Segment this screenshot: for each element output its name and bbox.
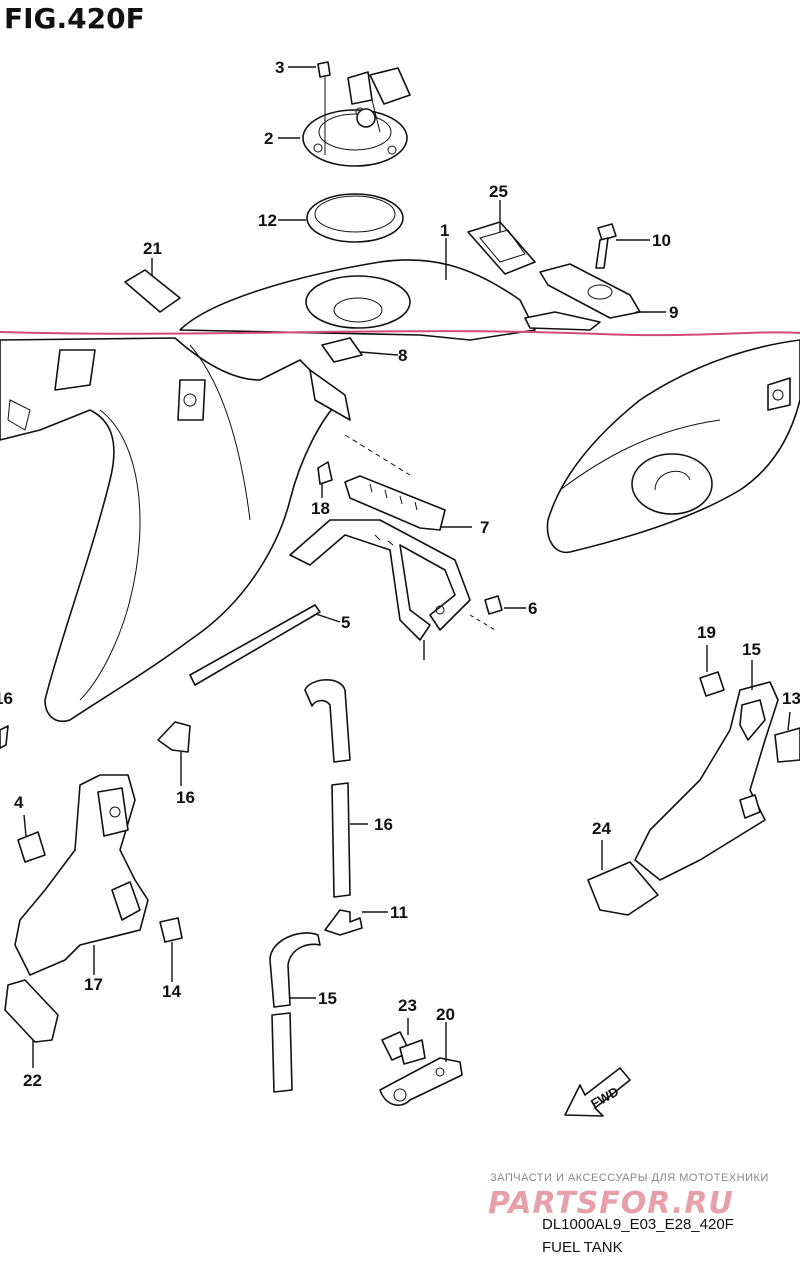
pad-part [124,269,181,313]
bolt-part [699,671,725,697]
callout-20: 23 [398,996,417,1015]
cushion-part [587,861,659,916]
bracket-part [539,263,641,319]
screw-part [317,61,331,78]
clip-part [317,461,333,485]
figure-title: FIG.420F [4,2,145,35]
nut-part [17,831,46,863]
cushion-part [344,475,446,531]
callout-16: 4 [14,793,24,812]
rubber-part [321,337,363,363]
callout-15: 14 [162,982,181,1001]
callout-17: 24 [592,819,611,838]
callout-25: 25 [489,182,508,201]
bolt-part [595,223,617,269]
callout-22: 20 [436,1005,455,1024]
tank-bracket-part [289,519,471,641]
leader-lines [23,66,791,1068]
callout-21: 21 [143,239,162,258]
callout-17: 22 [23,1071,42,1090]
cushion-part [4,979,59,1043]
callout-8: 8 [398,346,407,365]
callout-18: 18 [311,499,330,518]
callout-1: 1 [440,221,449,240]
fwd-direction-arrow: FWD [564,1067,631,1117]
callout-3: 3 [275,58,284,77]
callout-labels: 3 2 12 21 25 1 10 9 8 18 7 6 5 19 15 13 … [0,58,800,1090]
side-bracket-part [634,681,779,881]
watermark-tagline: ЗАПЧАСТИ И АКСЕССУАРЫ ДЛЯ МОТОТЕХНИКИ [490,1172,769,1184]
diagram-caption: FUEL TANK [542,1239,623,1256]
callout-19: 5 [341,613,350,632]
callout-9: 9 [669,303,678,322]
callout-16: 16 [0,689,13,708]
hose-part [304,679,351,898]
diagram-code: DL1000AL9_E03_E28_420F [542,1216,734,1233]
callout-13: 15 [742,640,761,659]
bolt-part [159,917,183,943]
side-bracket-part [14,774,149,976]
t-fitting-part [324,909,363,936]
callout-23: 15 [318,989,337,1008]
nut-part [774,727,800,763]
nut-part [0,725,9,749]
scan-artifact-line [0,330,800,337]
callout-24: 11 [390,903,408,922]
bolt-part [469,595,503,631]
bolt-part [381,1031,426,1065]
callout-15: 19 [697,623,716,642]
hose-part [269,932,321,1093]
gasket-ring-part [306,193,404,243]
callout-10: 10 [652,231,671,250]
callout-2: 2 [264,129,273,148]
callout-7: 7 [480,518,489,537]
watermark-logo: PARTSFOR.RU [488,1186,734,1221]
fuel-tank-part [0,259,800,722]
callout-6: 6 [528,599,537,618]
clip-part [157,721,191,753]
callout-16: 13 [782,689,800,708]
label-part [467,221,536,275]
fuel-cap-part [302,67,411,167]
strip-part [189,604,321,686]
callout-11: 16 [374,815,393,834]
callout-12: 12 [258,211,277,230]
callout-14: 17 [84,975,103,994]
plate-part [379,1057,463,1106]
callout-4: 16 [176,788,195,807]
